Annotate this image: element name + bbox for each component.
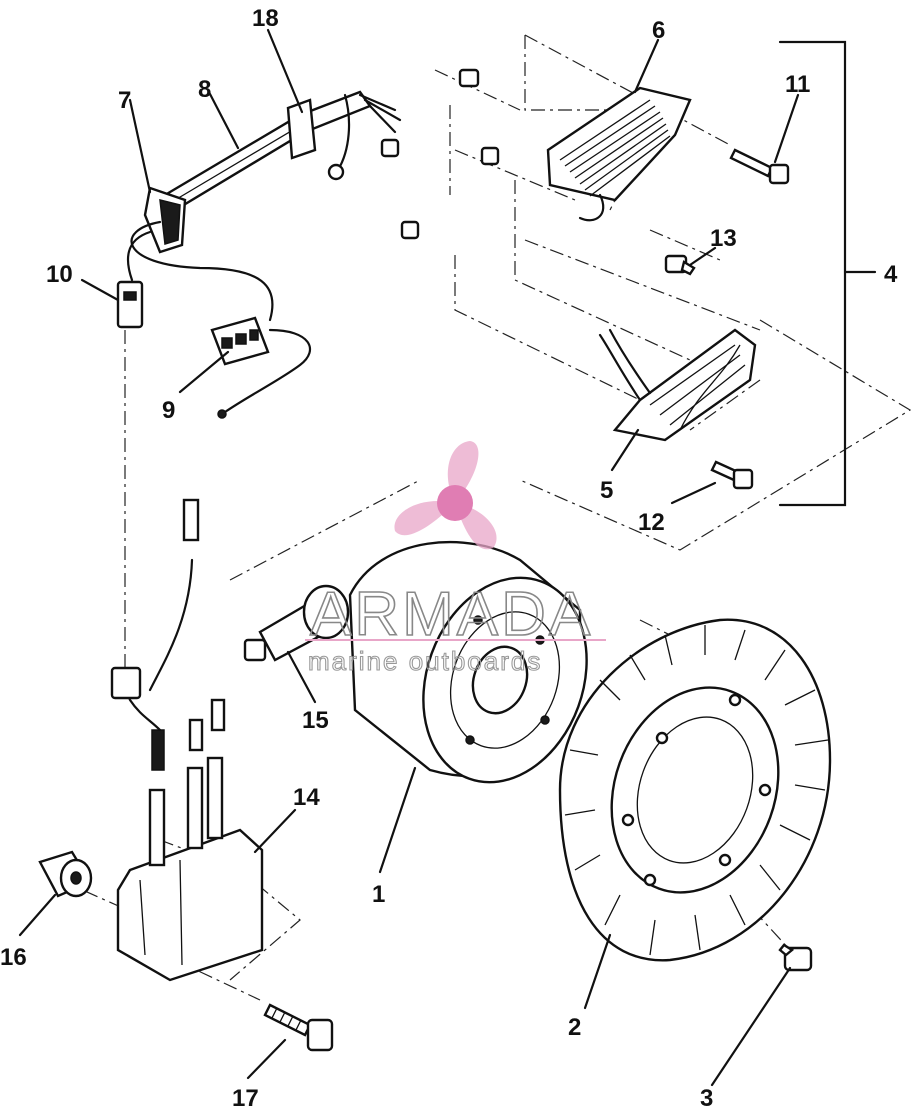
callout-17: 17 — [232, 1085, 259, 1109]
watermark-brand: ARMADA — [310, 580, 593, 649]
charge-coil — [546, 86, 692, 222]
callout-13: 13 — [710, 225, 737, 252]
callout-3: 3 — [700, 1085, 713, 1109]
callout-numbers: 1 2 3 4 5 6 7 8 9 10 11 12 13 14 15 16 1… — [0, 5, 898, 1109]
screw-17 — [263, 1003, 334, 1052]
propeller-icon — [394, 441, 497, 550]
watermark-tagline: marine outboards — [308, 646, 542, 676]
cd-unit — [110, 498, 264, 982]
callout-4: 4 — [884, 261, 898, 288]
callout-11: 11 — [785, 71, 810, 98]
wire-harness — [126, 90, 402, 419]
spacers — [380, 68, 500, 240]
callout-7: 7 — [118, 87, 131, 114]
callout-14: 14 — [293, 784, 320, 811]
screw-13 — [664, 254, 696, 276]
leader-lines — [18, 28, 800, 1087]
callout-5: 5 — [600, 477, 613, 504]
screw-12 — [710, 460, 754, 490]
assembly-bracket — [778, 40, 877, 507]
rotor — [348, 540, 588, 784]
callout-18: 18 — [252, 5, 279, 32]
callout-8: 8 — [198, 76, 211, 103]
washer-16 — [38, 850, 93, 898]
callout-10: 10 — [46, 261, 73, 288]
spark-plug-cap — [243, 584, 350, 662]
pulser-coil — [598, 328, 757, 442]
callout-1: 1 — [372, 881, 385, 908]
callout-6: 6 — [652, 17, 665, 44]
callout-15: 15 — [302, 707, 329, 734]
callout-2: 2 — [568, 1014, 581, 1041]
armada-watermark: ARMADA marine outboards — [305, 441, 606, 677]
screw-3 — [778, 943, 813, 972]
fan-pulley — [558, 618, 832, 962]
screw-11 — [729, 148, 790, 185]
callout-9: 9 — [162, 397, 175, 424]
callout-16: 16 — [0, 944, 27, 971]
bullet-connector — [116, 280, 144, 329]
callout-12: 12 — [638, 509, 665, 536]
